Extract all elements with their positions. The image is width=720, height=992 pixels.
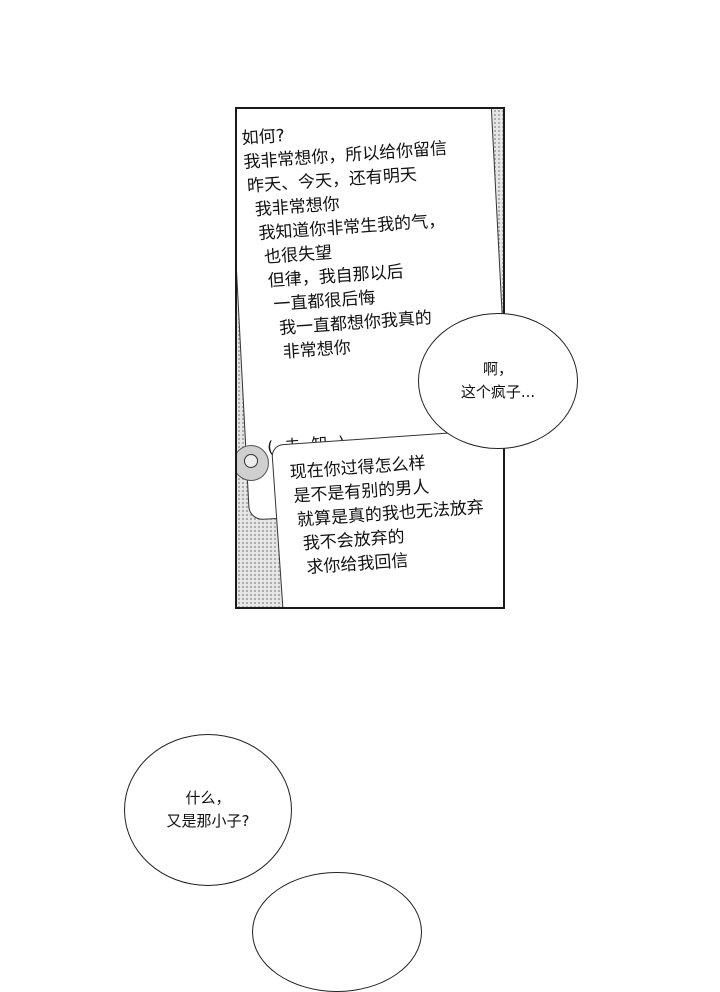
avatar-icon — [237, 445, 269, 481]
speech-line: 又是那小子? — [166, 812, 250, 830]
speech-bubble-2: 什么， 又是那小子? — [124, 734, 292, 886]
message-1-text: 如何? 我非常想你，所以给你留信 昨天、今天，还有明天 我非常想你 我知道你非常… — [241, 113, 461, 367]
speech-line: 什么， — [185, 789, 231, 807]
speech-bubble-1: 啊， 这个疯子... — [418, 313, 578, 449]
speech-line: 这个疯子... — [460, 383, 536, 401]
speech-line: 啊， — [482, 360, 513, 378]
message-2-text: 现在你过得怎么样 是不是有别的男人 就算是真的我也无法放弃 我不会放弃的 求你给… — [289, 448, 488, 581]
speech-bubble-3 — [252, 872, 422, 992]
